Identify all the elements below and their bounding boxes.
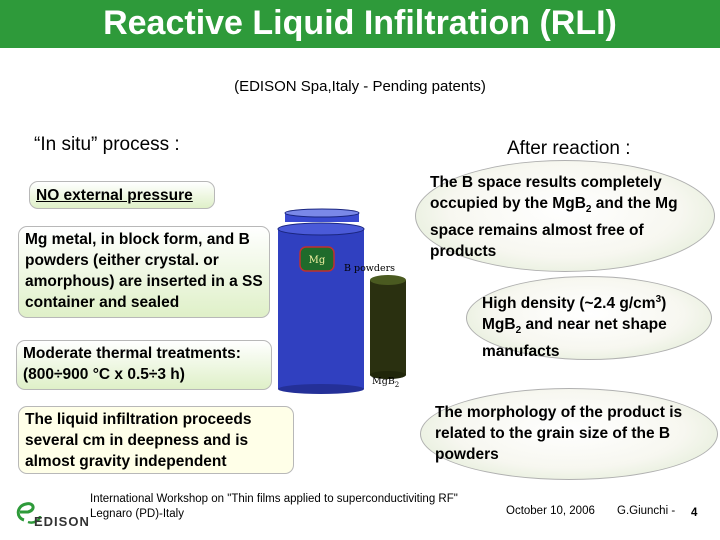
page-number: 4: [691, 507, 698, 519]
rli-diagram: Mg B powders: [277, 208, 406, 394]
mg-metal-text: Mg metal, in block form, and B powders (…: [25, 231, 263, 311]
mgb2-label-b: B: [387, 376, 395, 387]
density-sub: 2: [515, 325, 522, 337]
density-text: High density (~2.4 g/cm3) MgB2 and near …: [482, 289, 702, 362]
edison-logo-icon: [16, 502, 42, 524]
footer-date: October 10, 2006: [506, 505, 595, 517]
mgb2-cylinder: [370, 280, 406, 375]
thermal-text: Moderate thermal treatments: (800÷900 °C…: [23, 345, 241, 383]
no-pressure-box: NO external pressure: [29, 181, 215, 209]
density-b: B: [504, 316, 516, 334]
density-sup: 3: [655, 294, 662, 305]
b-powders-label: B powders: [344, 263, 395, 274]
footer-author: G.Giunchi -: [617, 505, 676, 517]
infiltration-box: The liquid infiltration proceeds several…: [18, 406, 294, 474]
workshop-line-1: International Workshop on "Thin films ap…: [90, 493, 458, 505]
infiltration-text: The liquid infiltration proceeds several…: [25, 411, 252, 470]
left-heading: “In situ” process :: [34, 134, 180, 155]
mgb2-bottom: [370, 371, 406, 379]
slide-title: Reactive Liquid Infiltration (RLI): [103, 4, 617, 42]
b-space-oval: [415, 160, 715, 272]
mg-block: [299, 246, 335, 272]
workshop-line-2: Legnaro (PD)-Italy: [90, 508, 184, 520]
container-bottom: [278, 384, 364, 394]
container-lid-top: [284, 208, 360, 218]
right-heading: After reaction :: [507, 138, 631, 159]
mg-label: Mg: [309, 255, 326, 266]
no-pressure-text: NO external pressure: [36, 187, 193, 204]
mgb2-label: MgB2: [372, 376, 399, 389]
container-top: [277, 222, 365, 236]
b-space-b: B: [574, 195, 586, 212]
b-space-text-1: The B space results completely occupied …: [430, 174, 662, 212]
morphology-oval: [420, 388, 718, 480]
mg-metal-box: Mg metal, in block form, and B powders (…: [18, 226, 270, 318]
edison-logo-text: EDISON: [34, 514, 90, 529]
mgb2-label-sub: 2: [394, 380, 400, 389]
b-space-sub: 2: [585, 204, 592, 216]
b-space-text-2: and the Mg space remains almost free of …: [430, 195, 678, 261]
mgb2-top: [370, 275, 406, 285]
morphology-text: The morphology of the product is related…: [435, 404, 683, 463]
density-mg: Mg: [482, 316, 505, 334]
mgb2-label-mg: Mg: [372, 376, 388, 387]
slide-subtitle: (EDISON Spa,Italy - Pending patents): [234, 78, 486, 95]
density-text-1: High density (~2.4 g/cm: [482, 295, 656, 313]
b-space-text: The B space results completely occupied …: [430, 172, 708, 262]
density-text-3: and near net shape manufacts: [482, 316, 667, 361]
thermal-box: Moderate thermal treatments: (800÷900 °C…: [16, 340, 272, 390]
density-oval: [466, 276, 712, 360]
density-text-2: ): [661, 295, 667, 313]
title-bar: [0, 0, 720, 48]
